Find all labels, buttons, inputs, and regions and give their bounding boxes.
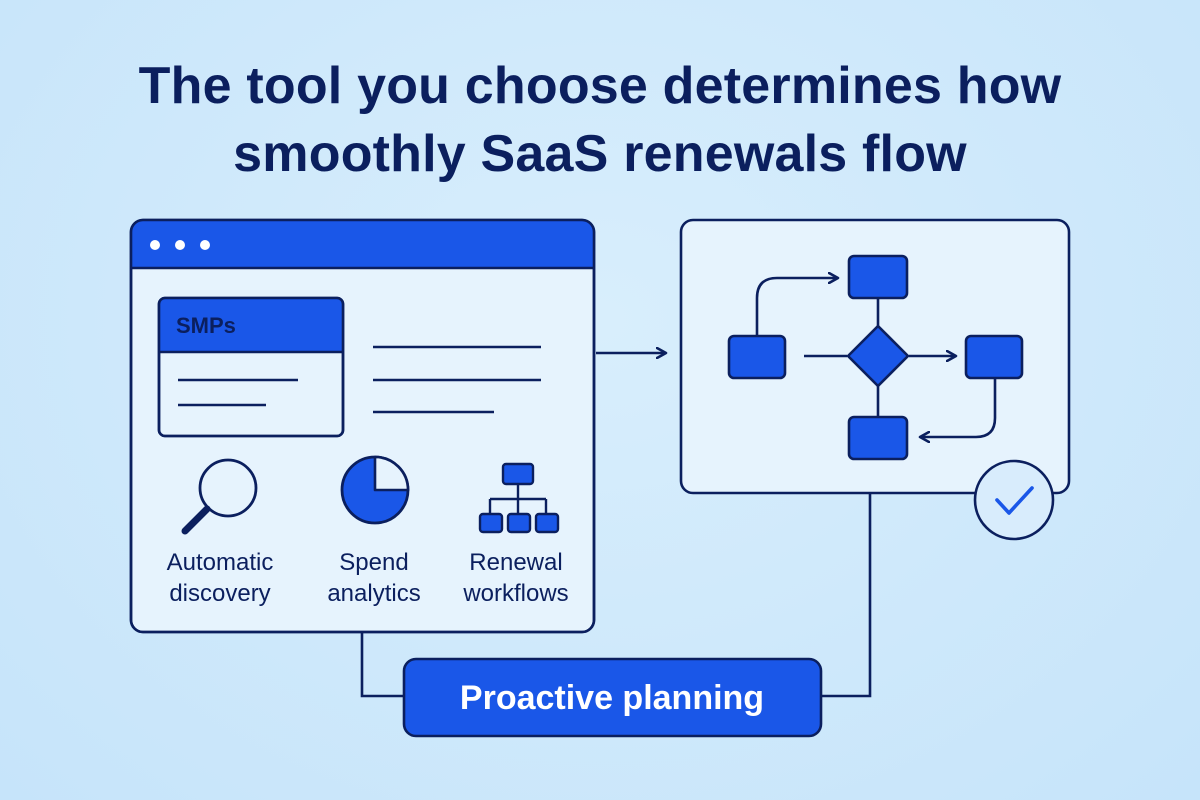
page-title: The tool you choose determines how smoot… bbox=[60, 52, 1140, 188]
feature-label: discovery bbox=[169, 580, 270, 607]
window-titlebar bbox=[131, 220, 594, 268]
smp-panel: SMPs bbox=[157, 296, 345, 438]
magnifying-glass-icon bbox=[181, 458, 258, 535]
checkmark-icon bbox=[973, 459, 1055, 541]
feature-label: analytics bbox=[327, 580, 420, 607]
proactive-planning-button[interactable]: Proactive planning bbox=[402, 657, 823, 738]
feature-label: Renewal bbox=[469, 549, 562, 576]
feature-label: Automatic bbox=[167, 549, 274, 576]
window-dot-icon bbox=[200, 240, 210, 250]
smp-panel-heading: SMPs bbox=[176, 313, 236, 338]
flow-node bbox=[847, 254, 909, 300]
flow-line bbox=[920, 378, 997, 437]
feature-label: Spend bbox=[339, 549, 408, 576]
proactive-planning-label: Proactive planning bbox=[460, 679, 764, 717]
tool-window: SMPs Automatic discovery Spend bbox=[129, 218, 596, 634]
connector-left bbox=[360, 632, 408, 698]
flow-node bbox=[727, 334, 787, 380]
window-dot-icon bbox=[150, 240, 160, 250]
feature-label: workflows bbox=[462, 580, 568, 607]
flow-node bbox=[964, 334, 1024, 380]
title-line-2: smoothly SaaS renewals flow bbox=[233, 125, 967, 183]
workflow-panel bbox=[679, 218, 1071, 541]
connector-right bbox=[818, 494, 872, 698]
flow-node bbox=[847, 415, 909, 461]
org-chart-icon bbox=[478, 462, 560, 534]
title-line-1: The tool you choose determines how bbox=[138, 57, 1062, 115]
flow-line bbox=[755, 278, 838, 338]
window-dot-icon bbox=[175, 240, 185, 250]
decision-node bbox=[846, 324, 910, 388]
pie-chart-icon bbox=[340, 455, 410, 525]
